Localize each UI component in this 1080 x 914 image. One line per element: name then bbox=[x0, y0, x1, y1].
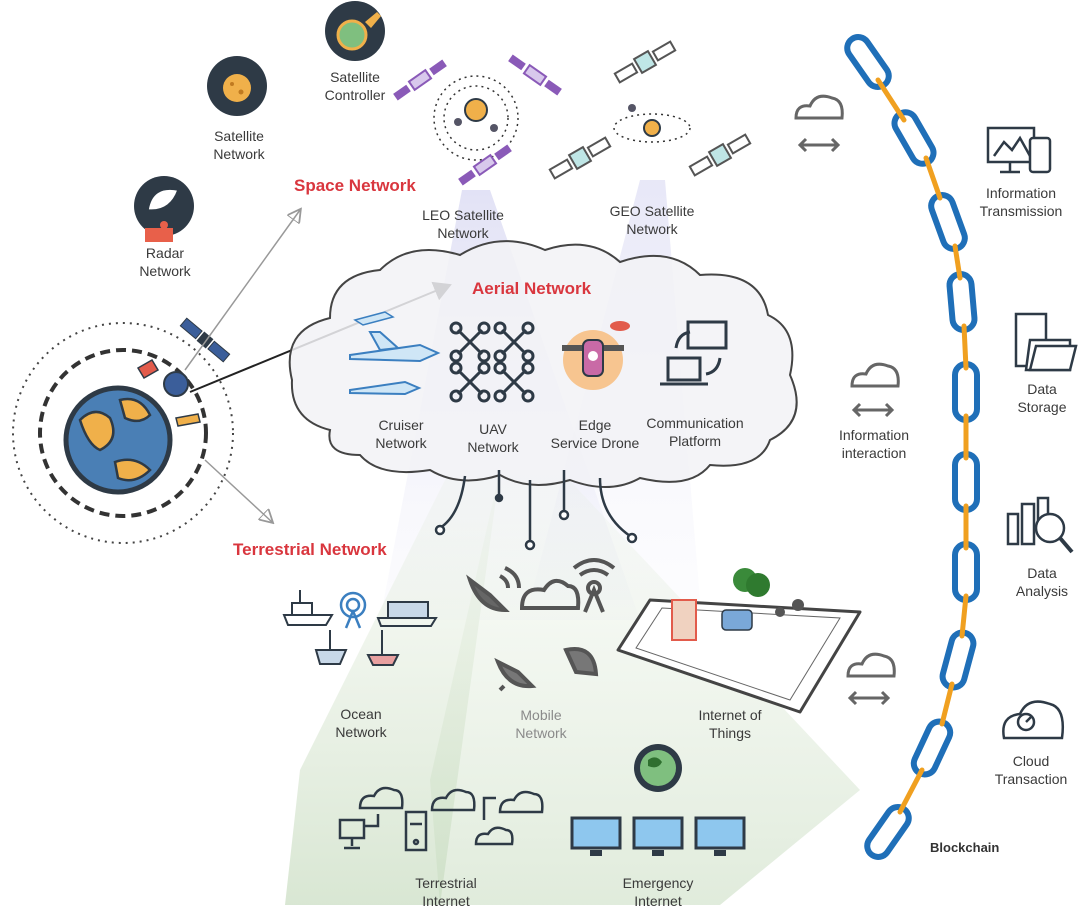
arrow-to-space bbox=[184, 210, 300, 371]
information-transmission-label: Information Transmission bbox=[979, 185, 1063, 219]
monitor-icon bbox=[986, 126, 1052, 174]
radar-dish-icon bbox=[134, 176, 194, 242]
cloud-icon bbox=[1002, 700, 1064, 740]
arrow-to-terrestrial bbox=[204, 459, 272, 522]
leo-satellites bbox=[393, 54, 562, 186]
geo-satellites bbox=[548, 40, 752, 180]
satellite-icon bbox=[613, 40, 677, 84]
laptop-icon bbox=[660, 320, 728, 386]
satellite-icon bbox=[393, 59, 447, 101]
satellite-icon bbox=[548, 136, 612, 180]
aerial-links bbox=[434, 470, 638, 551]
satellite-icon bbox=[458, 144, 512, 186]
airplane-icon bbox=[349, 311, 441, 396]
arrows-icon bbox=[794, 94, 900, 706]
folder-icon bbox=[1014, 312, 1078, 372]
planet-icon bbox=[207, 56, 267, 116]
satellite-icon bbox=[179, 317, 231, 363]
terrestrial-network-title: Terrestrial Network bbox=[233, 540, 387, 559]
ocean-network-label: Ocean Network bbox=[335, 706, 387, 740]
ship-icon bbox=[282, 590, 438, 666]
communication-platform-label: Communication Platform bbox=[646, 415, 744, 449]
cloud-transaction-label: Cloud Transaction bbox=[994, 753, 1068, 787]
uav-network-label: UAV Network bbox=[467, 421, 519, 455]
iot-label: Internet of Things bbox=[698, 707, 762, 741]
leo-network-label: LEO Satellite Network bbox=[422, 207, 504, 241]
satellite-icon bbox=[688, 133, 752, 177]
uav-beam-right bbox=[430, 470, 860, 905]
smartphone-icon bbox=[616, 568, 862, 714]
satellite-icon bbox=[508, 54, 562, 96]
mobile-network-icons bbox=[466, 558, 616, 692]
satellite-beams bbox=[285, 180, 860, 905]
drone-icon bbox=[449, 321, 535, 403]
geo-network-label: GEO Satellite Network bbox=[609, 203, 695, 237]
radar-network-label: Radar Network bbox=[139, 245, 191, 279]
edge-drone-icon bbox=[562, 321, 630, 390]
antenna-icon bbox=[339, 591, 367, 629]
data-storage-label: Data Storage bbox=[1017, 381, 1067, 415]
chain-link-icon bbox=[844, 34, 980, 860]
computer-icon bbox=[570, 816, 746, 856]
satellite-controller-label: Satellite Controller bbox=[324, 69, 386, 103]
globe-icon bbox=[634, 744, 682, 792]
terrestrial-internet-label: Terrestrial Internet bbox=[415, 875, 477, 909]
terrestrial-internet-icons bbox=[338, 786, 544, 852]
cruiser-network-label: Cruiser Network bbox=[375, 417, 427, 451]
mobile-network-label: Mobile Network bbox=[515, 707, 567, 741]
earth-icon bbox=[12, 322, 234, 544]
data-analysis-label: Data Analysis bbox=[1015, 565, 1069, 599]
aerial-network-title: Aerial Network bbox=[472, 279, 592, 298]
satellite-network-label: Satellite Network bbox=[213, 128, 265, 162]
emergency-internet-label: Emergency Internet bbox=[622, 875, 694, 909]
information-interaction-label: Information interaction bbox=[838, 427, 910, 461]
edge-service-drone-label: Edge Service Drone bbox=[550, 417, 640, 451]
space-network-title: Space Network bbox=[294, 176, 416, 195]
blockchain-label: Blockchain bbox=[930, 840, 1000, 855]
magnifier-icon bbox=[1006, 496, 1074, 554]
rocket-icon bbox=[325, 1, 385, 61]
